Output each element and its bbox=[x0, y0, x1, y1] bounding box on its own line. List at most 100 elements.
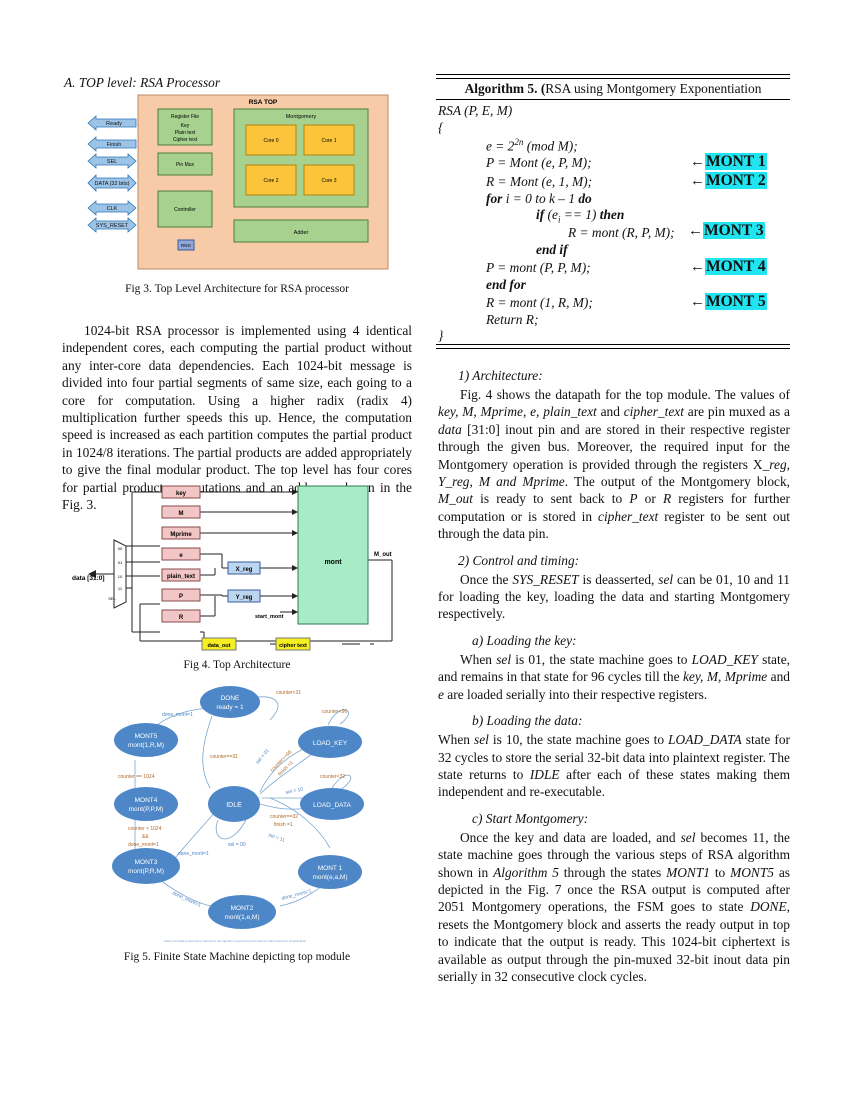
core-2: Core 2 bbox=[263, 178, 278, 184]
algorithm-title: Algorithm 5. (RSA using Montgomery Expon… bbox=[464, 81, 762, 96]
controller-label: Controller bbox=[174, 207, 196, 213]
register-file-label: Register File bbox=[171, 114, 199, 120]
state-mont5-op: mont(1,R,M) bbox=[128, 742, 164, 749]
mux-sel: SEL bbox=[108, 596, 116, 601]
alg-header: RSA (P, E, M) bbox=[438, 103, 513, 118]
subsection-control-timing: 2) Control and timing: bbox=[458, 552, 580, 568]
figure-4-top-architecture: 00 01 10 11 SEL data [31:0] key M Mprime… bbox=[72, 485, 393, 651]
data-in-label: data [31:0] bbox=[72, 575, 105, 582]
state-mont3: MONT3 bbox=[135, 859, 158, 866]
mux-input-01: 01 bbox=[118, 560, 123, 565]
alg-line-p-mont: P = mont (P, P, M); bbox=[486, 260, 591, 275]
right-body: 1) Architecture: Fig. 4 shows the datapa… bbox=[438, 368, 790, 985]
lbl-done-mont-d: done_mont=1 bbox=[281, 888, 312, 902]
state-mont2: MONT2 bbox=[231, 905, 254, 912]
signal-clk: CLK bbox=[107, 206, 118, 212]
y-reg: Y_reg bbox=[236, 595, 253, 601]
state-done-ready: ready = 1 bbox=[216, 704, 244, 711]
algorithm-bottom-rule bbox=[436, 344, 790, 349]
fsm-footnote: States controlling Operations defined in… bbox=[164, 939, 307, 943]
reg-plain-text: plain_text bbox=[167, 574, 195, 580]
figure-4-caption: Fig 4. Top Architecture bbox=[183, 659, 291, 671]
alg-line-final: R = mont (1, R, M); bbox=[486, 295, 593, 310]
mont-1-marker: ←MONT 1 bbox=[690, 153, 767, 170]
state-done: DONE bbox=[221, 695, 240, 702]
alg-line-2: P = Mont (e, P, M); bbox=[486, 155, 592, 170]
subsection-loading-data: b) Loading the data: bbox=[472, 713, 583, 729]
paragraph-architecture: Fig. 4 shows the datapath for the top mo… bbox=[438, 387, 790, 542]
signal-data: DATA (32 bits) bbox=[95, 181, 130, 187]
lbl-and: && bbox=[142, 834, 149, 840]
pin-mux-label: Pin Mux bbox=[176, 162, 195, 168]
figure-3-caption: Fig 3. Top Level Architecture for RSA pr… bbox=[125, 283, 349, 295]
mont-3-marker: ←MONT 3 bbox=[688, 222, 765, 239]
lbl-counter-lt-96: counter<96 bbox=[322, 709, 347, 715]
lbl-done-mont-top: done_mont=1 bbox=[162, 712, 193, 718]
plain-text-label: Plain text bbox=[175, 130, 196, 136]
signal-finish: Finish bbox=[107, 142, 122, 148]
section-heading-top-level: A. TOP level: RSA Processor bbox=[64, 75, 221, 90]
alg-line-3: R = Mont (e, 1, M); bbox=[486, 174, 593, 189]
paragraph-intro: 1024-bit RSA processor is implemented us… bbox=[62, 323, 412, 513]
paragraph-control: Once the SYS_RESET is deasserted, sel ca… bbox=[438, 571, 790, 622]
alg-line-r-mont: R = mont (R, P, M); bbox=[568, 225, 675, 240]
state-mont1-op: mont(e,a,M) bbox=[312, 874, 347, 881]
lbl-sel-11: sel = 11 bbox=[267, 832, 285, 844]
signal-sys-reset: SYS_RESET bbox=[96, 223, 129, 229]
montgomery-label: Montgomery bbox=[286, 114, 317, 120]
state-mont2-op: mont(1,e,M) bbox=[224, 914, 259, 921]
lbl-finish-1b: finish =1 bbox=[274, 822, 293, 828]
state-idle: IDLE bbox=[226, 802, 242, 809]
alg-line-if: if (ei == 1) then bbox=[536, 207, 625, 225]
start-mont-label: start_mont bbox=[255, 614, 284, 620]
state-mont4-op: mont(P,P,M) bbox=[129, 806, 164, 813]
alg-close-brace: } bbox=[438, 328, 444, 343]
alg-end-if: end if bbox=[536, 242, 568, 257]
mont-2-marker: ←MONT 2 bbox=[690, 172, 767, 189]
state-mont3-op: mont(P,R,M) bbox=[128, 868, 164, 875]
m-out-label: M_out bbox=[374, 552, 392, 558]
subsection-start-montgomery: c) Start Montgomery: bbox=[472, 810, 589, 826]
x-reg: X_reg bbox=[236, 567, 253, 573]
subsection-architecture: 1) Architecture: bbox=[458, 368, 543, 383]
reg-mprime: Mprime bbox=[170, 532, 192, 538]
mux-input-00: 00 bbox=[118, 546, 123, 551]
alg-line-for: for i = 0 to k – 1 do bbox=[486, 191, 592, 206]
paragraph-start-montgomery: Once the key and data are loaded, and se… bbox=[438, 829, 790, 984]
alg-line-1: e = 22n (mod M); bbox=[486, 137, 578, 154]
signal-sel: SEL bbox=[107, 159, 117, 165]
alg-return: Return R; bbox=[486, 312, 539, 327]
state-load-data: LOAD_DATA bbox=[313, 802, 351, 809]
state-mont4: MONT4 bbox=[135, 797, 158, 804]
lbl-done-mont-c: done_mont=1 bbox=[171, 890, 202, 909]
signal-ready: Ready bbox=[106, 121, 122, 127]
mux-input-10: 10 bbox=[118, 574, 123, 579]
state-mont1: MONT 1 bbox=[318, 865, 343, 872]
alg-end-for: end for bbox=[486, 277, 526, 292]
lbl-counter-lt-1024: counter < 1024 bbox=[128, 826, 162, 832]
data-out-block: data_out bbox=[208, 643, 231, 649]
lbl-done-mont-a: done_mont=1 bbox=[128, 842, 159, 848]
core-0: Core 0 bbox=[263, 138, 278, 144]
rsa-top-title: RSA TOP bbox=[249, 99, 278, 106]
key-label: Key bbox=[181, 123, 190, 129]
figure-5-fsm: DONE ready = 1 LOAD_KEY IDLE LOAD_DATA M… bbox=[112, 686, 364, 943]
mont-block: mont bbox=[324, 559, 342, 566]
figure-3-rsa-top-architecture: RSA TOP Register File Key Plain text Cip… bbox=[87, 94, 389, 270]
algorithm-top-rule bbox=[436, 74, 790, 79]
lbl-counter-eq-1024: counter == 1024 bbox=[118, 774, 155, 780]
figure-5-caption: Fig 5. Finite State Machine depicting to… bbox=[123, 951, 351, 963]
lbl-counter-lt-32: counter<32 bbox=[320, 774, 345, 780]
cipher-text-block: cipher text bbox=[279, 643, 307, 649]
lbl-sel-10: sel = 10 bbox=[285, 786, 304, 796]
reg-r: R bbox=[179, 615, 184, 621]
lbl-counter-eq-31: counter==31 bbox=[210, 754, 238, 760]
alg-open-brace: { bbox=[438, 120, 444, 135]
reg-e: e bbox=[179, 553, 183, 559]
lbl-counter-eq-32: counter==32 bbox=[270, 814, 298, 820]
rng-label: RNG bbox=[181, 243, 191, 248]
subsection-loading-key: a) Loading the key: bbox=[472, 632, 577, 648]
lbl-counter-lt-31: counter<31 bbox=[276, 690, 301, 696]
core-3: Core 3 bbox=[321, 178, 336, 184]
adder-label: Adder bbox=[294, 230, 309, 236]
